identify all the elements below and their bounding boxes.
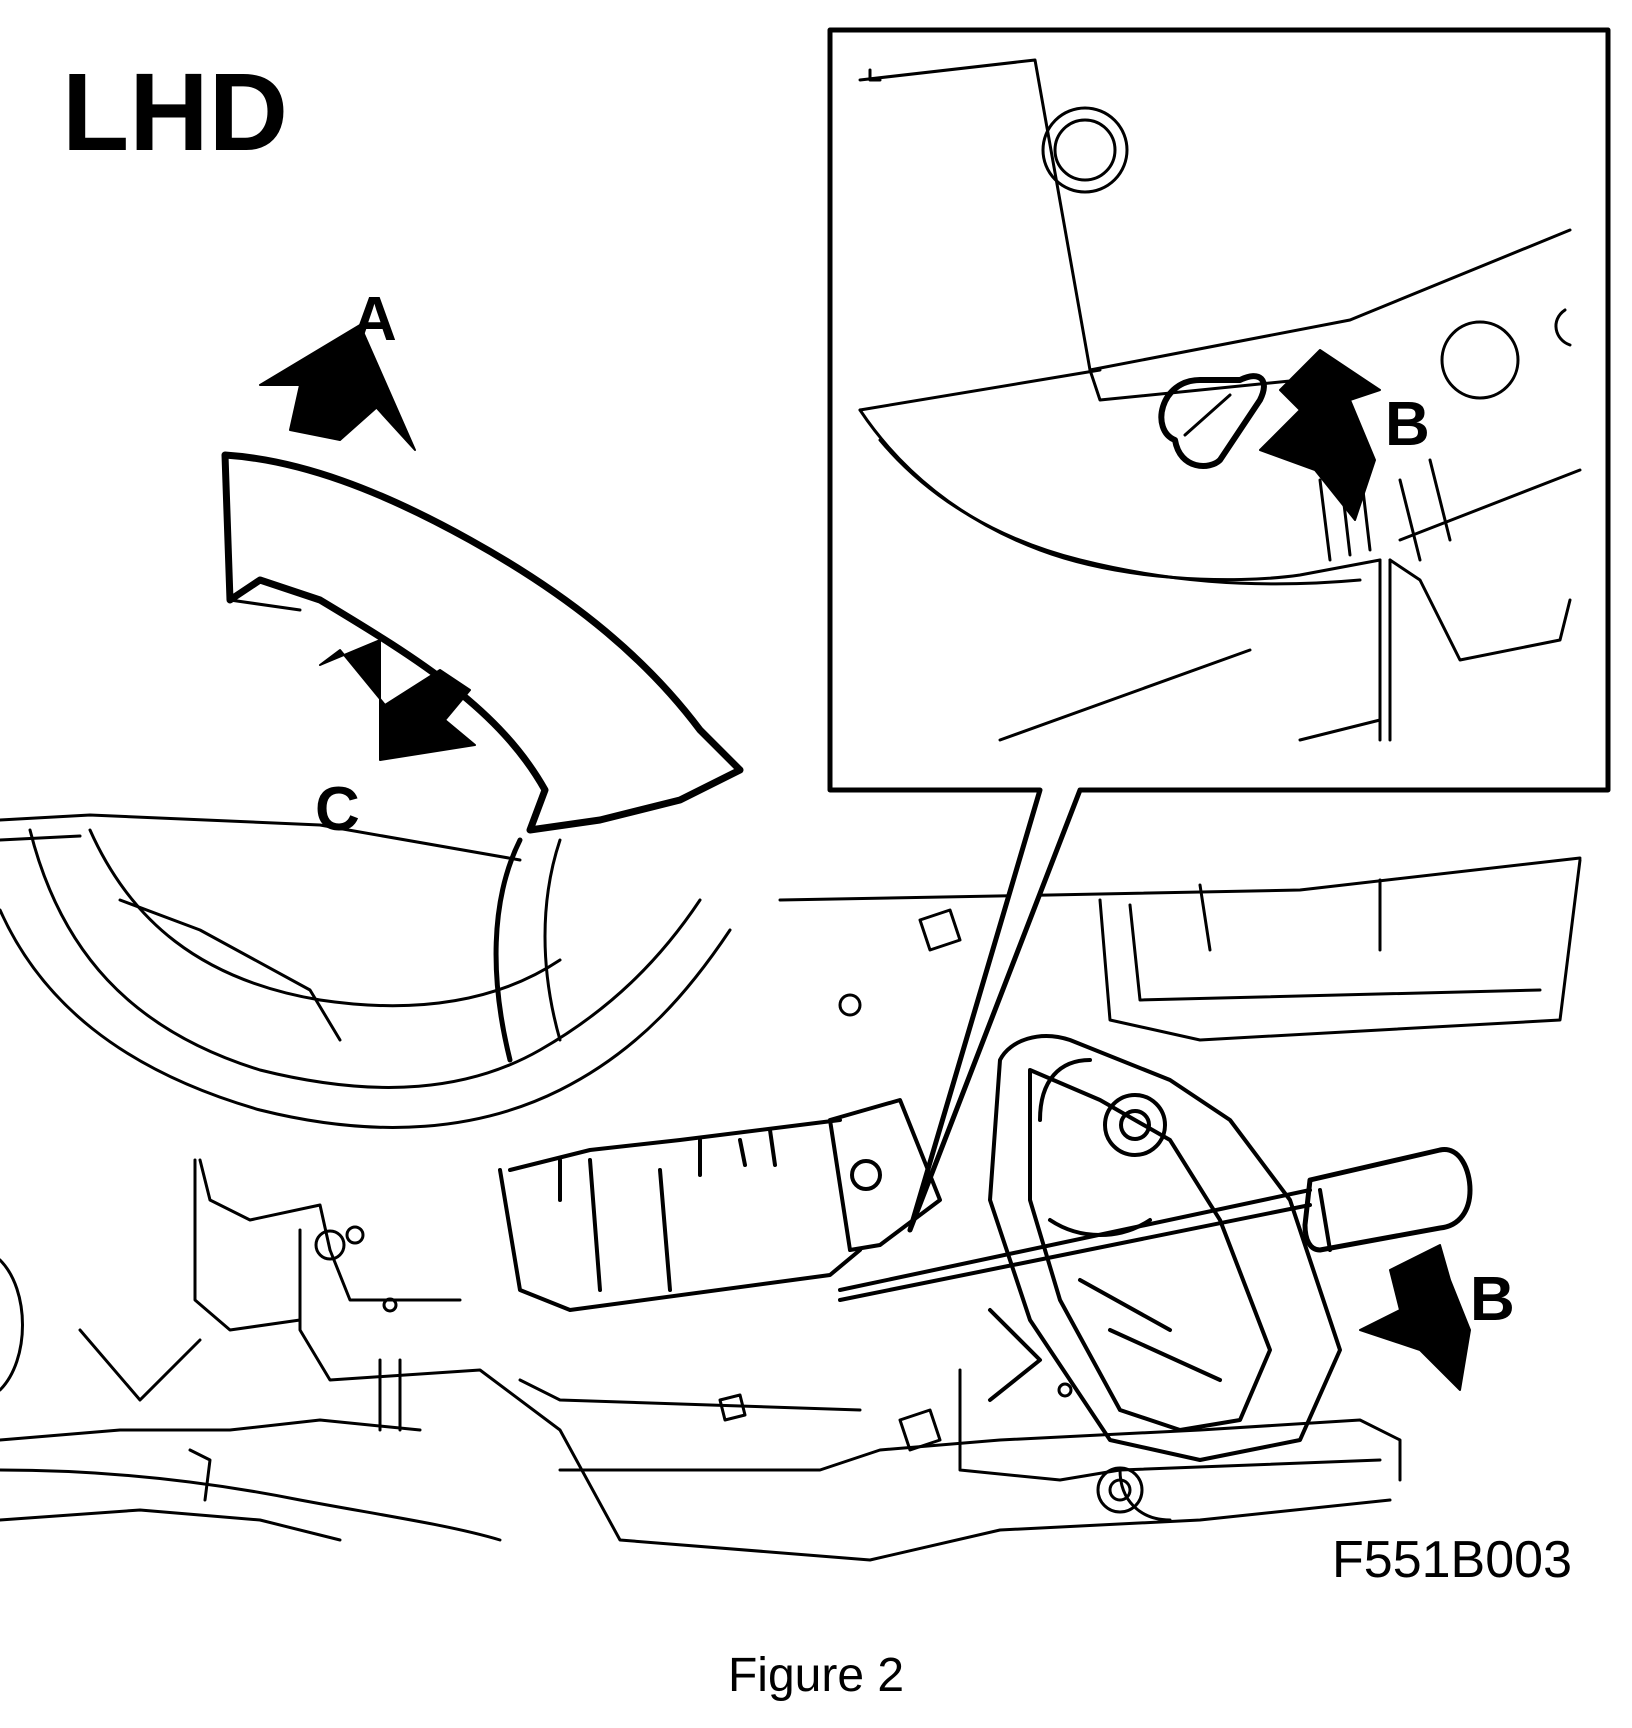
- screwdriver-handle: [1302, 1147, 1473, 1253]
- callout-labels: A B B C: [315, 285, 1515, 1334]
- screwdriver-shaft: [838, 1188, 1312, 1292]
- inset-contents: [858, 58, 1582, 742]
- label-b-main: B: [1470, 1265, 1515, 1334]
- arrows: [259, 324, 1471, 1391]
- arrow-b-inset: [1259, 349, 1381, 521]
- label-b-inset: B: [1385, 390, 1430, 459]
- detail-inset: [827, 27, 1611, 1233]
- label-a: A: [352, 285, 397, 354]
- figure-title-lhd: LHD: [62, 51, 289, 174]
- figure-caption: Figure 2: [727, 1649, 905, 1702]
- figure-code: F551B003: [1332, 1531, 1572, 1589]
- console-body: [0, 813, 1582, 1562]
- arrow-b-main: [1359, 1244, 1471, 1391]
- label-c: C: [315, 775, 360, 844]
- trim-cover: [221, 451, 744, 1063]
- arrow-a: [259, 324, 416, 451]
- handbrake-lever: [498, 1034, 1473, 1462]
- arrow-c: [319, 639, 476, 761]
